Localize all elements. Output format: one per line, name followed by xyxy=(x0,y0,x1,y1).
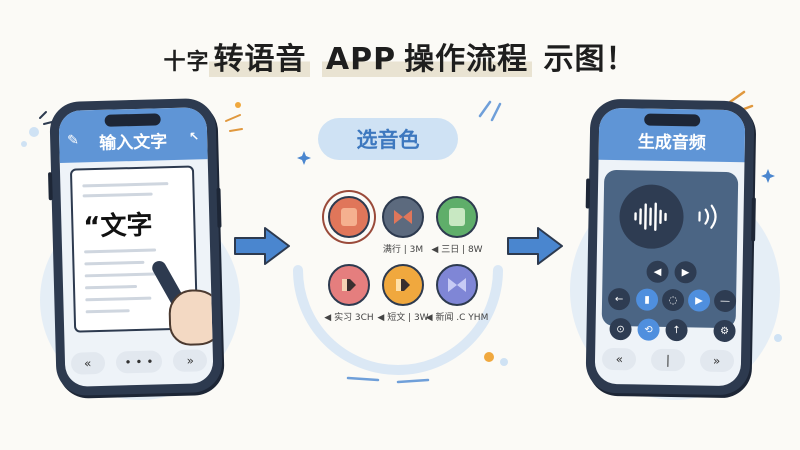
phone-screen: ✎ 输入文字 ↖ “文字 « • • • » xyxy=(58,107,214,387)
star-icon xyxy=(761,169,775,183)
bowtie-icon xyxy=(394,210,412,224)
flag-icon xyxy=(342,279,356,291)
forward-button[interactable]: ▶ xyxy=(674,261,697,284)
step-title: 生成音频 xyxy=(637,131,706,154)
minus-button[interactable]: — xyxy=(713,289,737,313)
dot-decoration xyxy=(484,352,494,362)
next-track-button[interactable]: ▶ xyxy=(687,289,711,312)
voice-label: ◀ 短文 | 3W xyxy=(377,313,429,323)
hand-icon xyxy=(168,288,214,347)
sparkle-icon xyxy=(478,100,502,122)
voice-option-4[interactable] xyxy=(328,264,370,306)
phone-side-button xyxy=(216,187,222,228)
voice-option-6[interactable] xyxy=(436,264,478,306)
voice-option-2[interactable] xyxy=(382,196,424,238)
chat-button[interactable]: ◌ xyxy=(661,288,685,312)
star-icon xyxy=(297,151,311,165)
phone-notch xyxy=(104,113,161,127)
phone-generate-audio: 生成音频 ◀ ▶ ← xyxy=(585,98,756,396)
arrow-right-icon xyxy=(507,227,563,265)
audio-player-panel: ◀ ▶ ← ▮ ◌ ▶ — ⊙ ⟲ ↑ ⚙ xyxy=(601,169,739,343)
sound-waves-icon xyxy=(698,204,717,229)
rewind-button[interactable]: ← xyxy=(607,287,631,311)
voice-icon xyxy=(341,208,357,226)
phone-side-button xyxy=(48,172,53,201)
voice-label: ◀ 实习 3CH xyxy=(324,313,374,323)
next-button[interactable]: » xyxy=(699,349,734,373)
phone-screen: 生成音频 ◀ ▶ ← xyxy=(594,107,746,387)
cursor-icon: ↖ xyxy=(188,129,200,144)
arc-decoration xyxy=(293,265,503,384)
settings-button[interactable]: ⚙ xyxy=(713,319,736,343)
phone-side-button xyxy=(585,178,591,209)
upload-button[interactable]: ↑ xyxy=(665,318,688,342)
dot-decoration xyxy=(500,358,508,366)
phone1-control-bar: « • • • » xyxy=(65,349,214,375)
step-title: 选音色 xyxy=(356,128,420,152)
voice-label: ◀ 三日 | 8W xyxy=(431,245,483,255)
voice-label: ◀ 新闻 .C YHM xyxy=(425,313,489,323)
step-pill-voice: 选音色 xyxy=(318,118,458,160)
voice-label: 满行 | 3M xyxy=(382,245,424,255)
text-line xyxy=(82,182,169,188)
flag-icon xyxy=(396,279,410,291)
title-part-5: 示图！ xyxy=(543,42,637,77)
mic-icon[interactable]: | xyxy=(650,348,686,372)
voice-icon xyxy=(449,208,465,226)
arrow-right-icon xyxy=(234,227,290,265)
phone-side-button xyxy=(751,197,756,242)
next-button[interactable]: » xyxy=(173,349,208,373)
sparkle-icon xyxy=(225,102,243,132)
sparkle-icon xyxy=(774,334,782,342)
pen-icon: ✎ xyxy=(66,132,80,149)
previous-button[interactable]: « xyxy=(602,347,637,371)
title-part-4: 操作流程 xyxy=(400,42,533,77)
back-button[interactable]: ◀ xyxy=(646,260,669,283)
text-line xyxy=(84,260,145,266)
phone-input-text: ✎ 输入文字 ↖ “文字 « • • • » xyxy=(48,97,223,397)
text-line xyxy=(85,296,152,302)
title-part-1: 十字 xyxy=(163,50,210,75)
repeat-button[interactable]: ⟲ xyxy=(637,318,660,341)
text-line xyxy=(85,284,138,290)
voice-option-1[interactable] xyxy=(328,196,370,238)
step-title: 输入文字 xyxy=(99,131,168,154)
bowtie-icon xyxy=(448,278,466,292)
bookmark-button[interactable]: ⊙ xyxy=(609,317,632,341)
text-line xyxy=(85,309,130,314)
previous-button[interactable]: « xyxy=(70,351,105,375)
play-button[interactable]: ▮ xyxy=(635,288,659,311)
waveform-icon xyxy=(618,184,685,250)
voice-option-5[interactable] xyxy=(382,264,424,306)
sample-text: “文字 xyxy=(83,210,153,243)
more-button[interactable]: • • • xyxy=(115,350,163,374)
text-line xyxy=(84,272,165,278)
text-line xyxy=(84,248,157,254)
phone-notch xyxy=(644,113,701,127)
text-line xyxy=(82,192,153,198)
voice-option-3[interactable] xyxy=(436,196,478,238)
title-part-2: 转语音 xyxy=(209,42,311,77)
title-part-3: APP xyxy=(321,42,401,77)
phone3-control-bar: « | » xyxy=(595,347,741,373)
